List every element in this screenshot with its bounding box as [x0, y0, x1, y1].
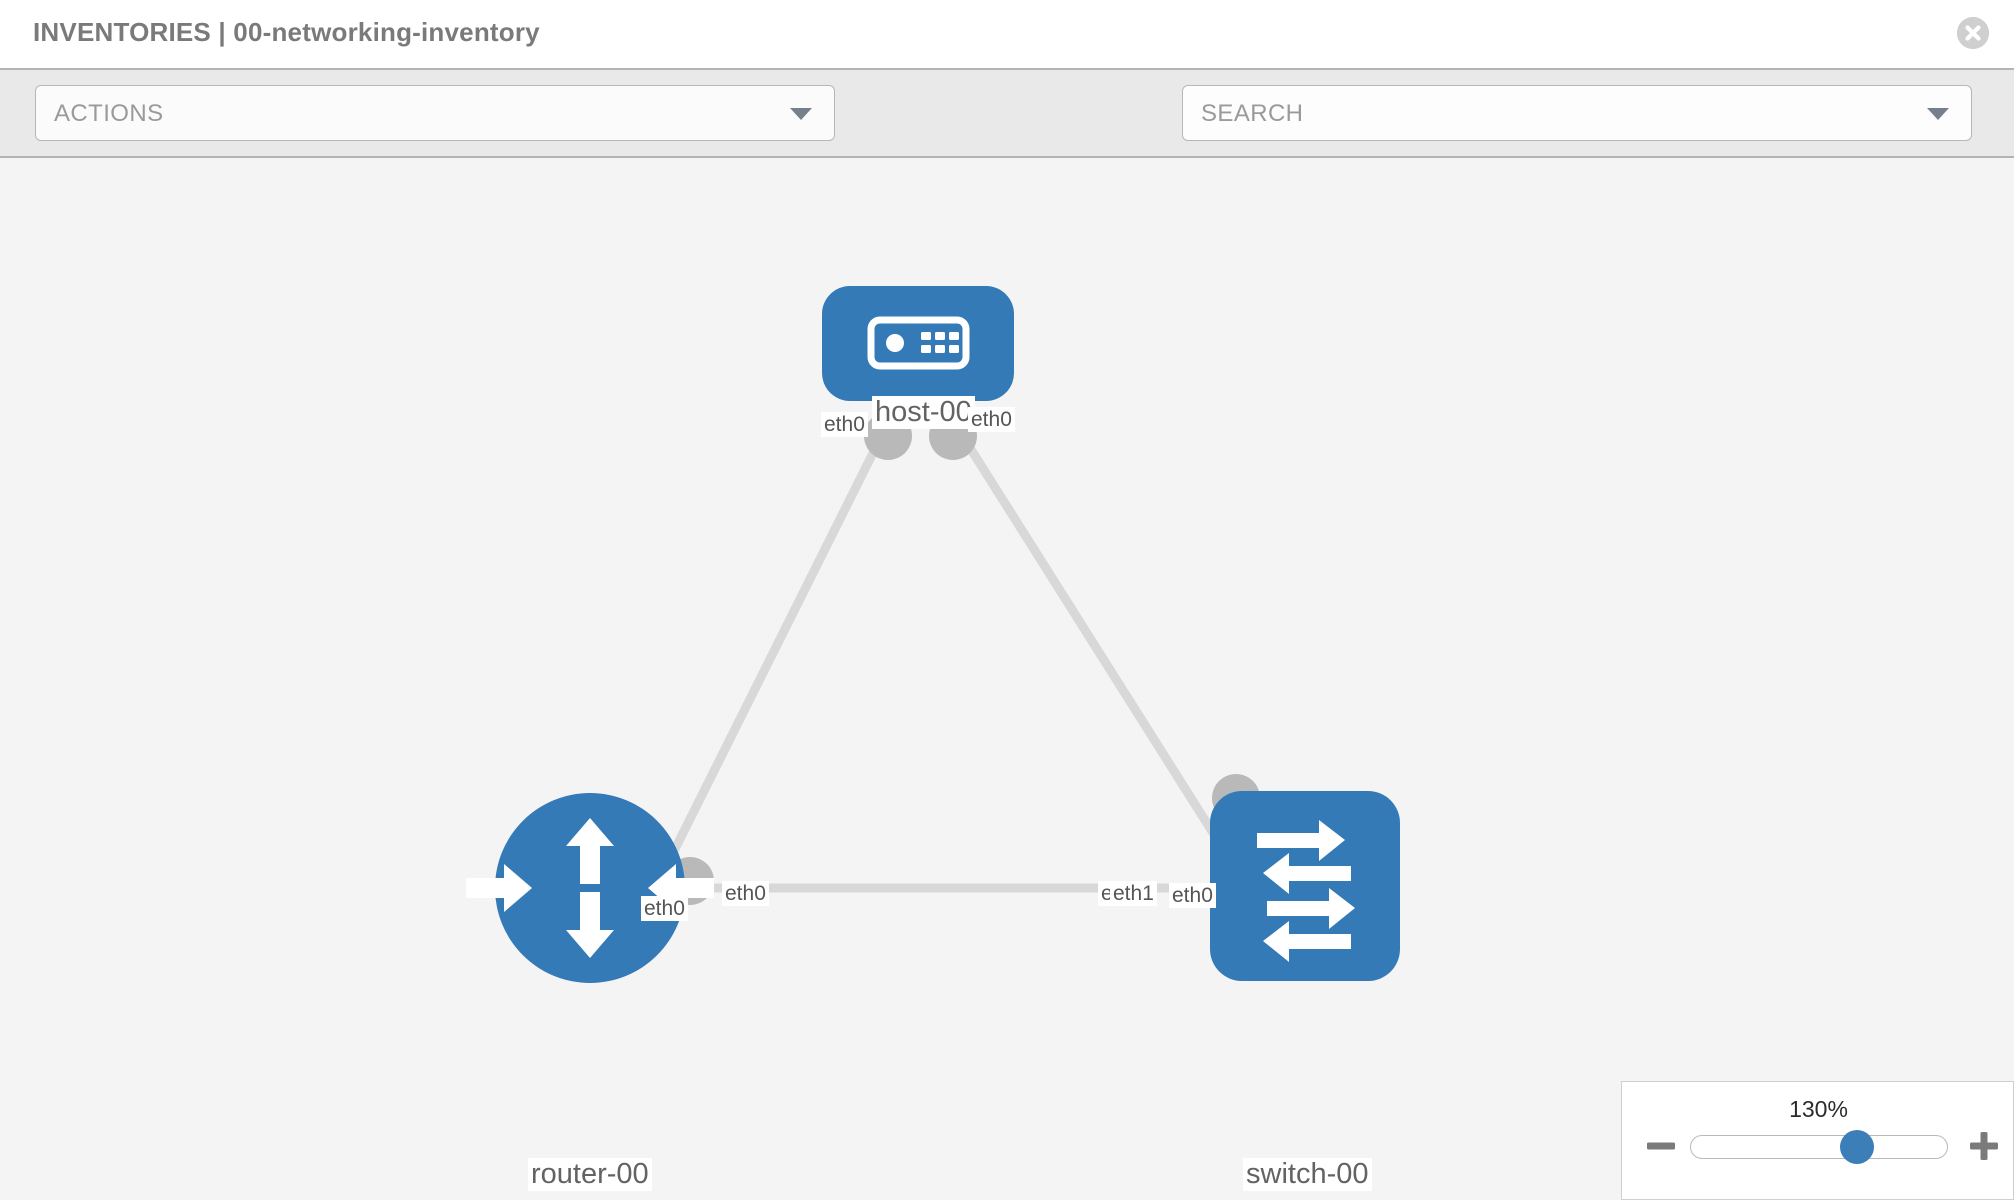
interface-label: eth0 — [722, 881, 769, 906]
interface-label: eth0 — [968, 407, 1015, 432]
zoom-slider-thumb[interactable] — [1840, 1130, 1874, 1164]
node-label-router-00: router-00 — [528, 1158, 652, 1191]
toolbar: ACTIONS — [0, 68, 2014, 201]
page-header: INVENTORIES | 00-networking-inventory — [0, 0, 2014, 68]
edge-host-router — [663, 410, 898, 866]
edge-host-switch — [944, 410, 1236, 866]
interface-label: eth0 — [1169, 883, 1216, 908]
interface-label: eth0 — [641, 896, 688, 921]
topology-edges — [663, 410, 1236, 893]
chevron-down-icon — [1927, 108, 1949, 120]
zoom-slider[interactable] — [1690, 1135, 1948, 1159]
close-icon[interactable] — [1957, 17, 1989, 49]
topology-endpoints — [666, 412, 1260, 905]
node-switch-00[interactable] — [1210, 791, 1400, 981]
node-label-host-00: host-00 — [872, 396, 975, 429]
plus-icon[interactable] — [1967, 1129, 2001, 1163]
zoom-percent-label: 130% — [1789, 1096, 1848, 1122]
minus-icon[interactable] — [1644, 1129, 1678, 1163]
actions-dropdown-label: ACTIONS — [54, 100, 164, 127]
search-placeholder-label: SEARCH — [1201, 100, 1304, 127]
node-label-switch-00: switch-00 — [1243, 1158, 1372, 1191]
interface-label: eth1 — [1110, 881, 1157, 906]
node-host-00[interactable] — [822, 286, 1014, 401]
node-router-00[interactable] — [466, 793, 714, 983]
interface-label: eth0 — [821, 412, 868, 437]
topology-canvas[interactable]: host-00 router-00 switch-00 eth0 eth0 et… — [0, 158, 2014, 1200]
topology-graph — [466, 286, 1400, 983]
chevron-down-icon — [790, 108, 812, 120]
search-input[interactable]: SEARCH — [1182, 85, 1972, 141]
zoom-control-panel: 130% — [1621, 1081, 2014, 1200]
actions-dropdown[interactable]: ACTIONS — [35, 85, 835, 141]
page-title: INVENTORIES | 00-networking-inventory — [33, 17, 540, 47]
